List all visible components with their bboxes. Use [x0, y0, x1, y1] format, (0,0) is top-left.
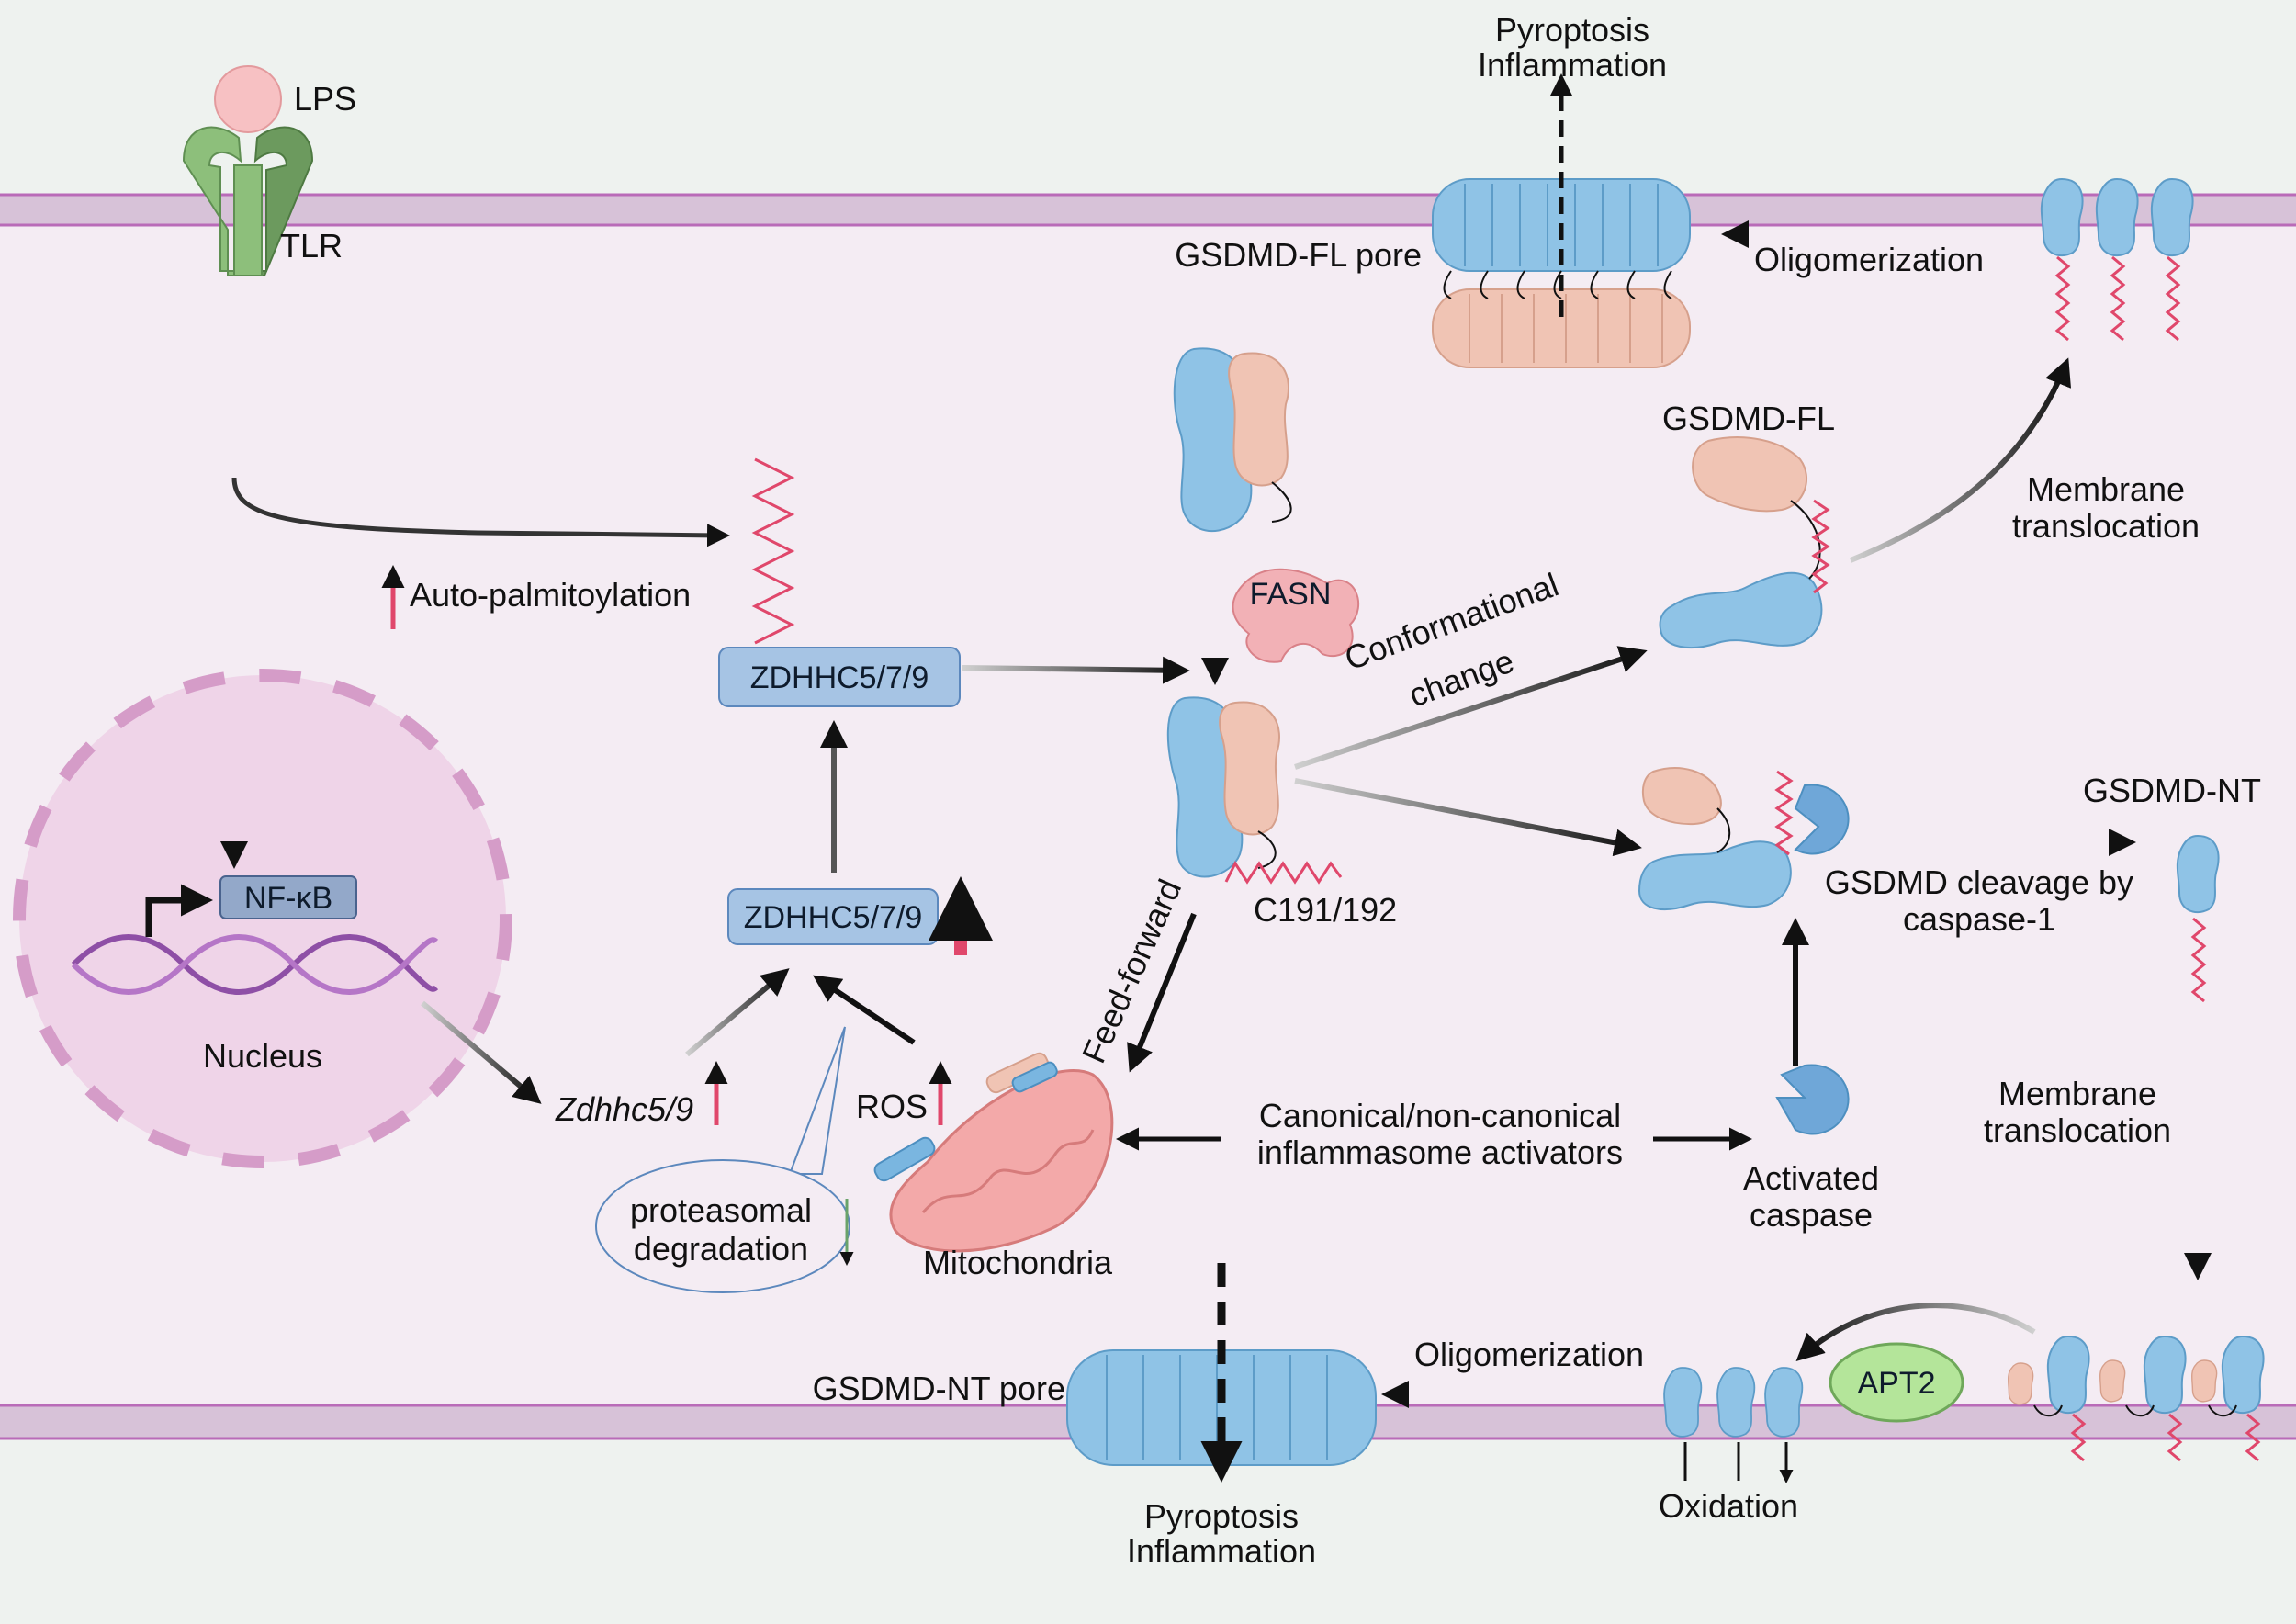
activated-caspase-icon [1775, 1064, 1850, 1135]
proteasomal-label-2: degradation [634, 1230, 808, 1268]
gsdmd-membrane-monomers-bottom [2007, 1336, 2265, 1462]
gsdmd-cleavage-icon [1638, 767, 1850, 910]
ros-label: ROS [856, 1088, 928, 1125]
apt2-depalmitoylation-arrow [1795, 1303, 2036, 1362]
activated-label-2: caspase [1750, 1196, 1873, 1234]
lps-icon [214, 65, 282, 133]
zdhhc-gene-label: Zdhhc5/9 [555, 1090, 693, 1128]
pyroptosis-top-label-1: Pyroptosis [1495, 11, 1649, 49]
speech-bubble-tail [788, 1026, 846, 1175]
membrane-trans-top-label-2: translocation [2012, 507, 2200, 545]
cleavage-arrow [1294, 778, 1642, 857]
nfkb-label: NF-κB [244, 881, 332, 916]
palmitoyl-chain-icon [1224, 860, 1343, 885]
nucleus-label: Nucleus [203, 1037, 322, 1075]
pyroptosis-bottom-label-1: Pyroptosis [1144, 1497, 1299, 1535]
zdhhc-mid-label: ZDHHC5/7/9 [744, 900, 923, 935]
canonical-label-1: Canonical/non-canonical [1259, 1097, 1621, 1134]
zdhhc-to-gsdmd-arrow [962, 656, 1190, 684]
membrane-translocation-top-arrow [1849, 357, 2071, 563]
gsdmd-fl-icon [1659, 436, 1830, 648]
gsdmd-free-icon [1173, 347, 1292, 532]
tlr-to-zdhhc-arrow [231, 477, 730, 547]
ros-to-zdhhc-arrow [813, 975, 916, 1045]
tlr-label: TLR [280, 227, 343, 265]
gsdmd-fl-label: GSDMD-FL [1662, 400, 1835, 437]
membrane-trans-top-label-1: Membrane [2027, 470, 2185, 508]
pyroptosis-bottom-label-2: Inflammation [1127, 1532, 1316, 1570]
oligomerization-top-label: Oligomerization [1754, 241, 1984, 278]
oligomerization-bottom-label: Oligomerization [1414, 1336, 1644, 1373]
tlr-receptor-icon [182, 65, 314, 276]
gsdmd-nt-pore-icon [1066, 1349, 1377, 1466]
gsdmd-oxidized-monomers [1663, 1367, 1804, 1481]
fasn-icon [1232, 568, 1359, 663]
caspase-icon [1794, 784, 1850, 855]
membrane-trans-right-label-2: translocation [1984, 1111, 2171, 1149]
dna-helix-icon [71, 934, 439, 995]
activated-label-1: Activated [1743, 1159, 1879, 1197]
zdhhc-top-label: ZDHHC5/7/9 [750, 660, 929, 695]
cleavage-label-2: caspase-1 [1903, 900, 2055, 938]
auto-palmitoylation-label: Auto-palmitoylation [410, 576, 691, 614]
apt2-label: APT2 [1857, 1366, 1935, 1401]
apt2-ellipse [1829, 1342, 1964, 1423]
proteasomal-bubble [595, 1159, 850, 1293]
cleavage-label-1: GSDMD cleavage by [1825, 863, 2133, 901]
feed-forward-arrow [1127, 912, 1197, 1073]
c191-label: C191/192 [1254, 891, 1397, 929]
gene-to-zdhhc-arrow [685, 968, 790, 1057]
gsdmd-nt-label: GSDMD-NT [2083, 772, 2261, 809]
canonical-label-2: inflammasome activators [1257, 1133, 1623, 1171]
gsdmd-nt-icon [2176, 835, 2220, 1003]
fasn-label: FASN [1250, 577, 1332, 612]
mitochondria-label: Mitochondria [923, 1244, 1113, 1281]
zdhhc-top-box [718, 647, 961, 707]
palmitoyl-chain-icon [751, 457, 795, 645]
gsdmd-center-icon [1166, 696, 1343, 885]
nucleus-to-gene-arrow [421, 1000, 542, 1104]
proteasomal-label-1: proteasomal [630, 1191, 812, 1229]
membrane-trans-right-label-1: Membrane [1998, 1075, 2156, 1112]
gsdmd-membrane-monomers-top [2040, 178, 2194, 342]
gsdmd-fl-pore-label: GSDMD-FL pore [1175, 236, 1422, 274]
nucleus [13, 669, 512, 1168]
gsdmd-nt-pore-label: GSDMD-NT pore [813, 1370, 1065, 1407]
top-membrane [0, 195, 2296, 225]
conformational-arrow [1294, 646, 1648, 770]
lps-label: LPS [294, 80, 356, 118]
oxidation-label: Oxidation [1659, 1487, 1798, 1525]
pyroptosis-top-label-2: Inflammation [1478, 46, 1667, 84]
nfkb-box [219, 875, 357, 919]
mitochondria-icon [873, 1052, 1114, 1253]
